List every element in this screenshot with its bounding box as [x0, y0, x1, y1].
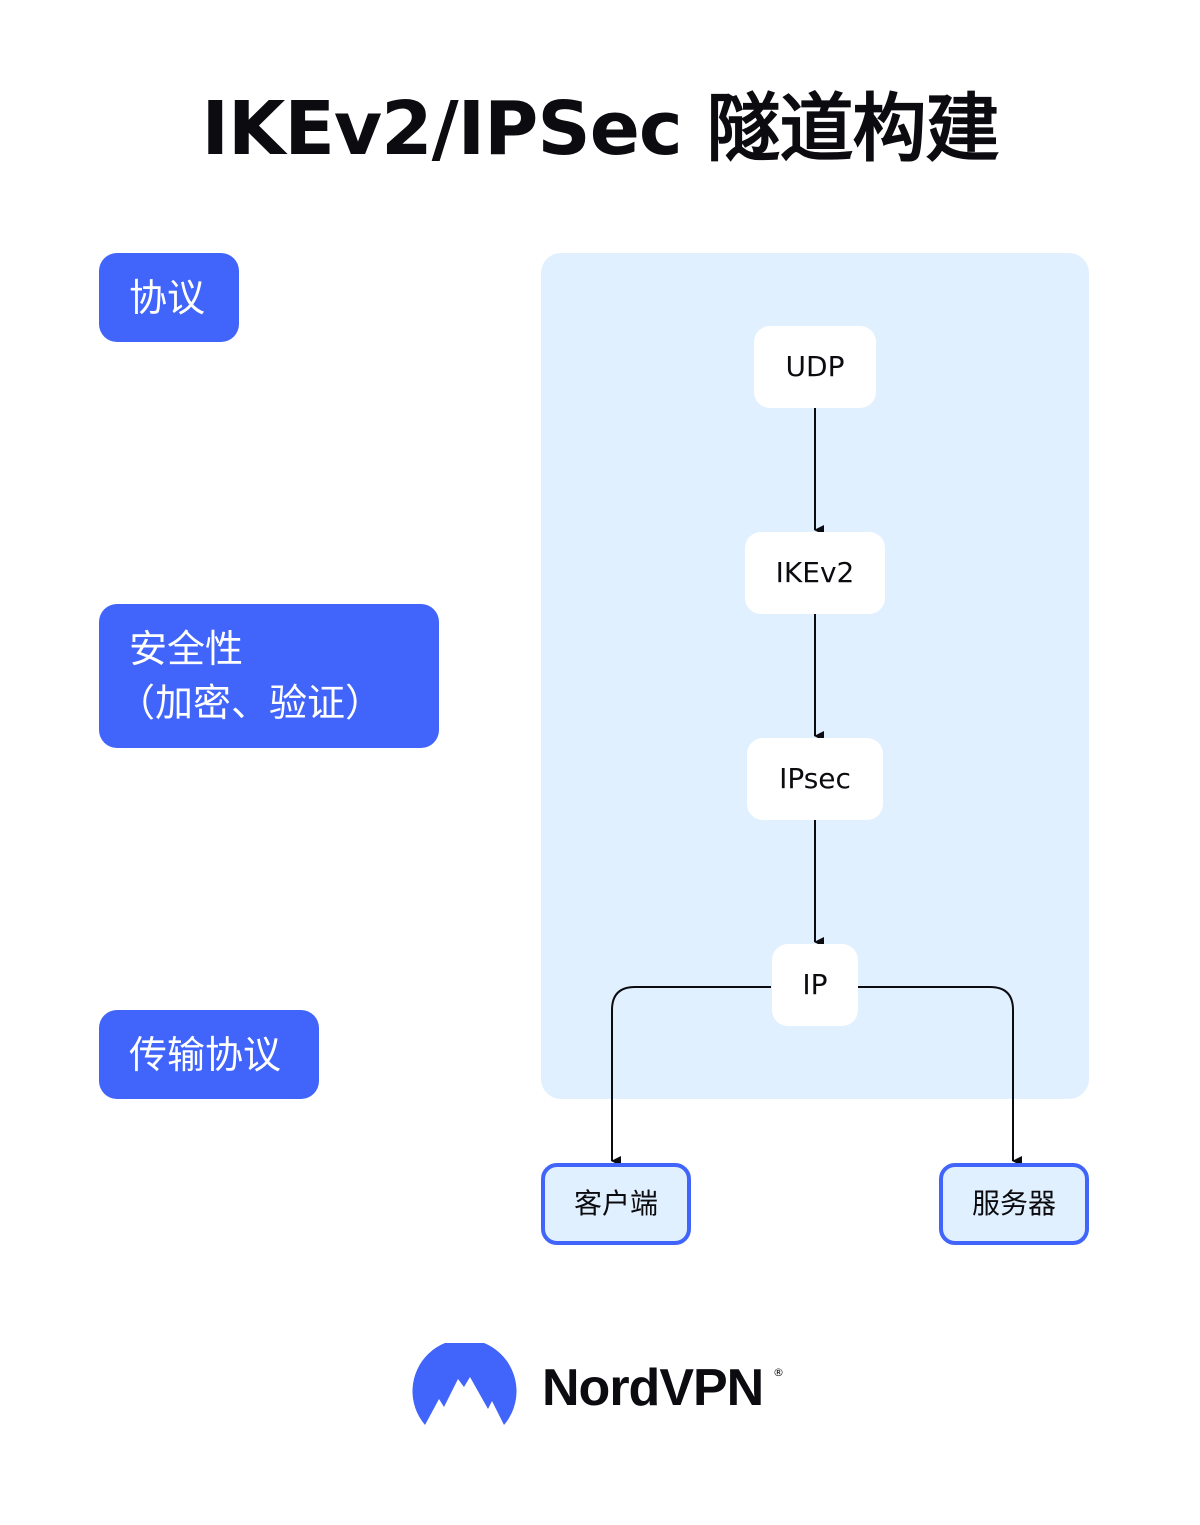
layer-label-security-line2: （加密、验证）: [117, 681, 384, 725]
logo-wordmark: NordVPN: [542, 1359, 764, 1417]
nordvpn-logo: [412, 1343, 517, 1425]
nordvpn-mountain-icon: [412, 1343, 517, 1425]
node-ikev2: IKEv2: [745, 532, 885, 614]
layer-label-protocol-text: 协议: [129, 275, 206, 320]
layer-label-transport-text: 传输协议: [129, 1032, 282, 1077]
layer-label-transport: 传输协议: [99, 1010, 319, 1099]
endpoint-client: 客户端: [541, 1163, 691, 1245]
node-udp: UDP: [754, 326, 876, 408]
layer-label-protocol: 协议: [99, 253, 239, 342]
layer-label-security-line1: 安全性: [129, 627, 244, 671]
layer-label-security: 安全性 （加密、验证）: [99, 604, 439, 748]
arrow-ip-to-client: [611, 986, 771, 1166]
registered-mark: ®: [773, 1366, 784, 1379]
node-ip: IP: [772, 944, 858, 1026]
page-title: IKEv2/IPSec 隧道构建: [201, 86, 999, 172]
endpoint-server: 服务器: [939, 1163, 1089, 1245]
node-ipsec: IPsec: [747, 738, 883, 820]
arrow-ip-to-server: [858, 986, 1022, 1166]
